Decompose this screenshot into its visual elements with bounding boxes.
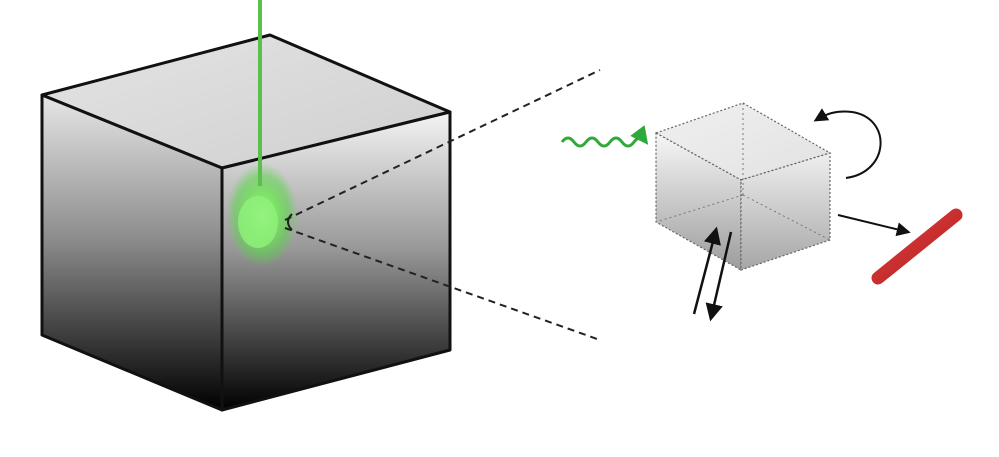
zoom-lines <box>284 69 601 341</box>
double-arrow-down <box>705 231 733 322</box>
small-cube <box>654 102 832 272</box>
focal-spot-core <box>238 196 278 248</box>
double-arrow-up <box>692 226 721 315</box>
rotation-arrow <box>813 108 882 179</box>
small-cube-hidden-edges <box>655 103 831 241</box>
detector-bar <box>871 208 963 285</box>
zoom-line-lower <box>284 227 601 341</box>
small-cube-right-face <box>740 152 831 271</box>
emission-arrow <box>837 214 911 237</box>
zoom-origin-mark <box>287 213 293 231</box>
double-arrow <box>692 226 733 322</box>
zoom-line-upper <box>284 69 601 221</box>
excitation-wave <box>560 125 649 148</box>
